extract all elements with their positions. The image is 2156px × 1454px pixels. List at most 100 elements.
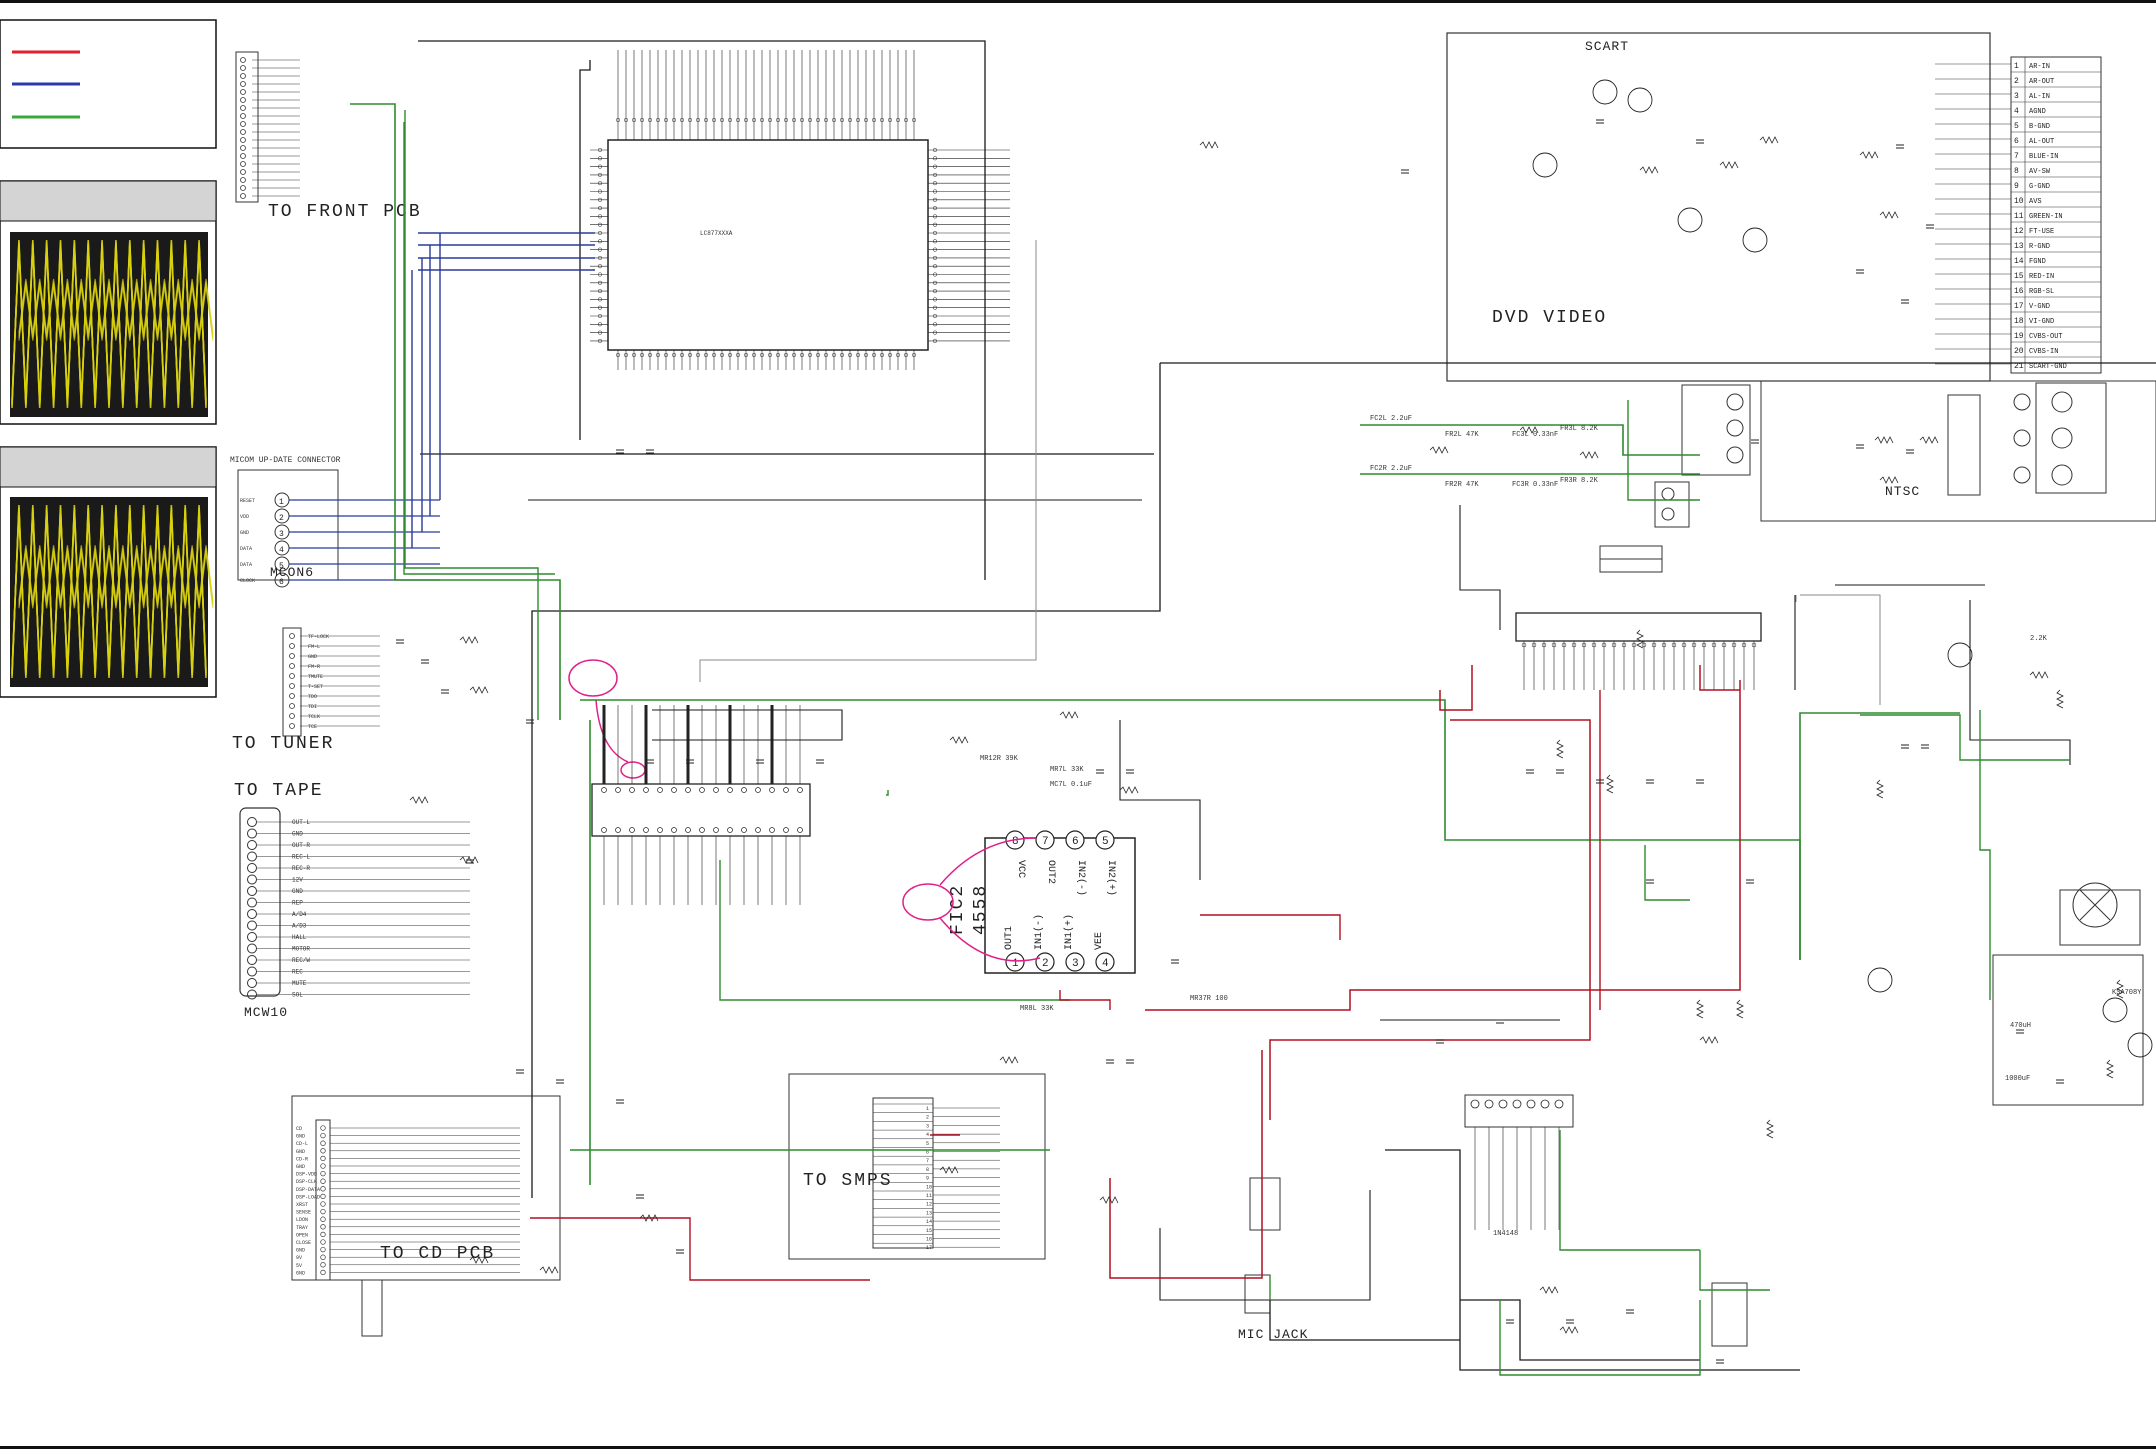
- scart-pin-number: 18: [2014, 317, 2024, 326]
- micom-pin-name: VDD: [240, 514, 249, 520]
- resistor-symbol: [939, 1166, 959, 1174]
- cd-pin: [320, 1239, 326, 1245]
- component-annotation: FC3R 0.33nF: [1512, 481, 1558, 489]
- wire-green: [719, 860, 1070, 1001]
- smps-pin-number: 6: [926, 1150, 929, 1156]
- ic-right-pad: [932, 206, 938, 211]
- smps-pin-number: 16: [926, 1237, 932, 1243]
- ic-bot-pad: [775, 352, 781, 358]
- tape-pin: [247, 909, 257, 919]
- ic-bot-pad: [695, 352, 701, 358]
- cd-pin: [320, 1155, 326, 1162]
- ic-top-pad: [735, 117, 741, 123]
- ap-top-pin: [755, 787, 761, 793]
- ic-top-pad: [767, 117, 773, 123]
- front-pin: [240, 185, 246, 191]
- micom-pin-number: 3: [279, 530, 284, 539]
- amp-pad: [1531, 642, 1537, 648]
- header-pin: [1498, 1099, 1508, 1109]
- component-annotation: FC2R 2.2uF: [1370, 465, 1412, 473]
- transistor-symbol: [1947, 642, 1973, 668]
- wire-black: [1969, 600, 2071, 765]
- ic-top-pad: [647, 117, 653, 123]
- tape-pin: [247, 932, 257, 942]
- ic-left-pad: [597, 164, 603, 169]
- scart-pin-number: 12: [2014, 227, 2024, 236]
- wire-red: [1145, 680, 1741, 1011]
- header-pin: [1512, 1099, 1522, 1109]
- ic-right-pad: [932, 297, 938, 302]
- front-pin: [240, 153, 246, 159]
- scart-pin-number: 20: [2014, 347, 2024, 356]
- ap-top-pin: [643, 787, 649, 793]
- front-pin: [240, 121, 246, 127]
- ic-right-pad: [932, 289, 938, 294]
- ic-top-pad: [847, 117, 853, 123]
- cd-pin-name: XRST: [296, 1202, 308, 1208]
- wire-green: [1979, 710, 1991, 1000]
- wire-green: [1627, 400, 1700, 501]
- wire-black: [1269, 1300, 1460, 1341]
- ic-right-pad: [932, 255, 938, 260]
- micom-pin-name: RESET: [240, 498, 255, 504]
- fic2-pin-number: 3: [1072, 958, 1079, 970]
- ic-right-pad: [932, 222, 938, 227]
- scart-pin-name: AL-IN: [2029, 93, 2050, 101]
- ic-bot-pad: [703, 352, 709, 358]
- wire-black: [531, 363, 1161, 1198]
- ic-left-pad: [597, 330, 603, 335]
- resistor-symbol: [2116, 979, 2124, 999]
- scart-pin-name: SCART-GND: [2029, 363, 2067, 371]
- resistor-symbol: [1119, 786, 1139, 794]
- cd-pin: [320, 1269, 326, 1276]
- tuner-pin-name: GND: [308, 654, 317, 660]
- ic-right-pad: [932, 313, 938, 319]
- tuner-pin-name: TF-LOCK: [308, 634, 329, 640]
- scart-pin-name: R-GND: [2029, 243, 2050, 251]
- resistor-symbol: [459, 636, 479, 644]
- ic-right-pad: [932, 330, 938, 335]
- amp-pad: [1631, 642, 1637, 648]
- cd-pin-name: CD: [296, 1126, 302, 1132]
- front-pin: [240, 169, 246, 175]
- ic-top-pad: [783, 117, 789, 123]
- fic2-pin-number: 6: [1072, 836, 1079, 848]
- tape-pin-name: A/D4: [292, 911, 307, 918]
- cd-pcb-label: TO CD PCB: [380, 1244, 495, 1264]
- cd-pin: [320, 1148, 326, 1154]
- tape-pin-name: A/D3: [292, 923, 307, 930]
- resistor-symbol: [999, 1056, 1019, 1064]
- cd-pin-name: DSP-VDD: [296, 1172, 317, 1178]
- wire-green: [1860, 714, 2070, 761]
- scart-pin-number: 14: [2014, 257, 2024, 266]
- wire-red: [1439, 665, 1473, 711]
- ic-left-pad: [597, 289, 603, 294]
- wire-green: [403, 122, 555, 575]
- fan-driver-block: [1992, 882, 2144, 1106]
- ic-top-pad: [911, 117, 917, 123]
- cd-pin: [320, 1231, 326, 1238]
- ic-bot-pad: [863, 352, 869, 358]
- component-annotation: MR12R 39K: [980, 755, 1019, 763]
- transistor-symbol: [2127, 1032, 2153, 1058]
- scart-pin-number: 1: [2014, 62, 2019, 71]
- ic-right-pad: [932, 164, 938, 169]
- ic-right-pad: [932, 156, 938, 161]
- ic-bot-pad: [887, 352, 893, 358]
- ic-right-pad: [932, 147, 938, 153]
- ic-top-pad: [663, 117, 669, 123]
- smps-pin-number: 10: [926, 1184, 932, 1190]
- ic-bot-pad: [791, 352, 797, 358]
- amp-pad: [1741, 642, 1747, 648]
- fic2-pin: [1065, 830, 1085, 850]
- front-pin: [240, 129, 246, 135]
- amp-pad: [1621, 642, 1627, 648]
- smps-pin-number: 9: [926, 1176, 929, 1182]
- ap-top-pin: [657, 787, 663, 793]
- amp-pad: [1731, 642, 1737, 648]
- smps-pin-number: 7: [926, 1158, 929, 1164]
- cd-pin-name: DSP-CLK: [296, 1179, 317, 1185]
- header-pin: [1470, 1099, 1480, 1109]
- tape-pin: [247, 978, 257, 988]
